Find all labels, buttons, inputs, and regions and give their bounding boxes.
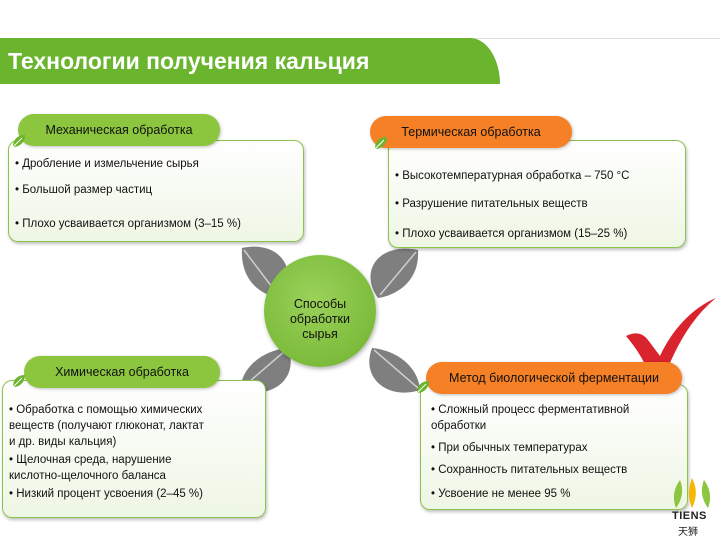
tab-mechanical: Механическая обработка — [18, 114, 220, 146]
chemical-item-4: • Щелочная среда, нарушение — [9, 454, 172, 466]
biological-item-3: • При обычных температурах — [431, 442, 588, 454]
center-line-3: сырья — [302, 327, 338, 341]
chemical-item-6: • Низкий процент усвоения (2–45 %) — [9, 488, 203, 500]
mechanical-item-1: • Дробление и измельчение сырья — [15, 158, 199, 170]
chemical-item-1: • Обработка с помощью химических — [9, 404, 203, 416]
thermal-item-2: • Разрушение питательных веществ — [395, 198, 588, 210]
chemical-item-5: кислотно-щелочного баланса — [9, 470, 166, 482]
biological-item-5: • Усвоение не менее 95 % — [431, 488, 571, 500]
chemical-box: • Обработка с помощью химических веществ… — [2, 380, 266, 518]
chemical-tab-label: Химическая обработка — [55, 365, 189, 379]
thermal-tab-label: Термическая обработка — [401, 125, 541, 139]
leaf-bottom-right — [369, 348, 420, 393]
chemical-item-3: и др. виды кальция) — [9, 436, 117, 448]
tab-thermal: Термическая обработка — [370, 116, 572, 148]
thermal-box: • Высокотемпературная обработка – 750 °С… — [388, 140, 686, 248]
mechanical-tab-label: Механическая обработка — [45, 123, 193, 137]
thermal-item-3: • Плохо усваивается организмом (15–25 %) — [395, 228, 628, 240]
decorative-leaves — [240, 246, 420, 393]
title-bar: Технологии получения кальция — [0, 38, 500, 84]
tab-biological: Метод биологической ферментации — [426, 362, 682, 394]
tiens-logo-icon — [673, 478, 711, 508]
center-circle: Способы обработки сырья — [264, 255, 376, 367]
biological-box: • Сложный процесс ферментативной обработ… — [420, 384, 688, 510]
leaf-icon — [12, 375, 25, 388]
mechanical-item-3: • Плохо усваивается организмом (3–15 %) — [15, 218, 241, 230]
leaf-icon — [374, 137, 387, 150]
biological-item-4: • Сохранность питательных веществ — [431, 464, 628, 476]
tab-chemical: Химическая обработка — [24, 356, 220, 388]
slide-title: Технологии получения кальция — [8, 48, 370, 74]
biological-item-2: обработки — [431, 420, 487, 432]
check-mark-icon — [626, 298, 716, 380]
mechanical-item-2: • Большой размер частиц — [15, 184, 153, 196]
center-line-1: Способы — [293, 297, 347, 311]
logo-chinese: 天狮 — [678, 527, 698, 538]
thermal-item-1: • Высокотемпературная обработка – 750 °С — [395, 170, 630, 182]
leaf-top-right — [370, 248, 419, 298]
biological-tab-label: Метод биологической ферментации — [449, 371, 659, 385]
chemical-item-2: веществ (получают глюконат, лактат — [9, 420, 204, 432]
center-line-2: обработки — [289, 312, 351, 326]
mechanical-box: • Дробление и измельчение сырья • Большо… — [8, 140, 304, 242]
logo-latin: TIENS — [672, 510, 707, 522]
leaf-icon — [416, 381, 429, 394]
leaf-icon — [12, 135, 25, 148]
biological-item-1: • Сложный процесс ферментативной — [431, 404, 630, 416]
